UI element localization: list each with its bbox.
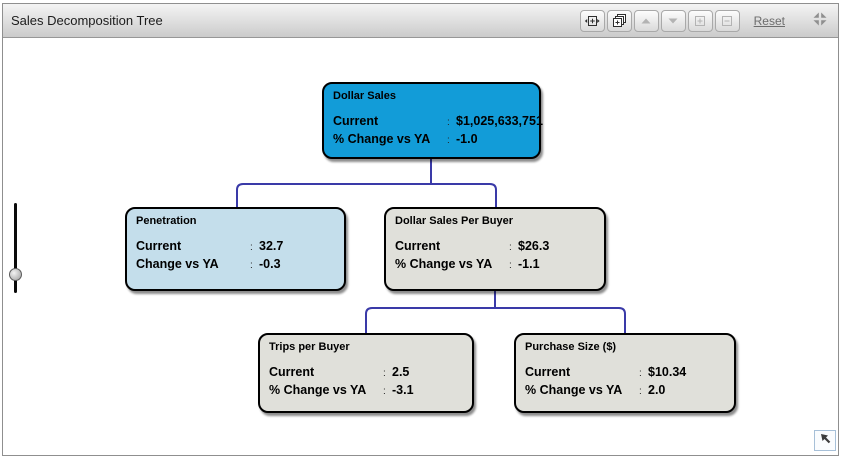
metric-separator: : xyxy=(447,117,450,128)
metric-separator: : xyxy=(509,260,512,271)
metric-separator: : xyxy=(250,242,253,253)
node-penetration[interactable]: Penetration Current : 32.7 Change vs YA … xyxy=(125,207,346,291)
node-dollar-sales[interactable]: Dollar Sales Current : $1,025,633,751 % … xyxy=(322,82,543,159)
metric-value: 2.5 xyxy=(392,365,410,379)
metric-row: % Change vs YA : -1.0 xyxy=(333,131,530,149)
metric-separator: : xyxy=(383,386,386,397)
metric-row: % Change vs YA : -1.1 xyxy=(395,256,595,274)
metric-value: -1.1 xyxy=(518,257,540,271)
metric-row: Change vs YA : -0.3 xyxy=(136,256,335,274)
sales-decomposition-widget: Sales Decomposition Tree xyxy=(2,3,839,456)
arrow-down-icon xyxy=(665,13,681,29)
zoom-out-button[interactable] xyxy=(714,10,740,32)
metric-separator: : xyxy=(250,260,253,271)
metric-separator: : xyxy=(447,135,450,146)
metric-row: Current : $1,025,633,751 xyxy=(333,113,543,131)
metric-row: % Change vs YA : -3.1 xyxy=(269,382,463,400)
metric-row: Current : 2.5 xyxy=(269,364,463,382)
metric-value: $1,025,633,751 xyxy=(456,114,543,128)
metric-value: -3.1 xyxy=(392,383,414,397)
metric-row: % Change vs YA : 2.0 xyxy=(525,382,725,400)
arrow-up-icon xyxy=(638,13,654,29)
zoom-in-button[interactable] xyxy=(687,10,713,32)
pan-button[interactable] xyxy=(814,430,836,451)
metric-value: $10.34 xyxy=(648,365,687,379)
slider-handle[interactable] xyxy=(9,268,22,281)
node-dollar-sales-per-buyer[interactable]: Dollar Sales Per Buyer Current : $26.3 %… xyxy=(384,207,606,291)
zoom-slider[interactable] xyxy=(7,198,31,303)
metric-row: Current : $26.3 xyxy=(395,238,595,256)
collapse-arrows-icon xyxy=(812,11,828,32)
reset-link[interactable]: Reset xyxy=(753,14,785,28)
node-title: Trips per Buyer xyxy=(269,341,350,353)
metric-label: Current xyxy=(395,239,441,253)
metric-separator: : xyxy=(383,368,386,379)
metric-label: Current xyxy=(333,114,379,128)
metric-value: $26.3 xyxy=(518,239,550,253)
metric-value: 32.7 xyxy=(259,239,284,253)
zoom-in-box-icon xyxy=(692,13,708,29)
fit-width-icon xyxy=(584,13,600,29)
move-up-button[interactable] xyxy=(633,10,659,32)
metric-value: -1.0 xyxy=(456,132,478,146)
metric-row: Current : 32.7 xyxy=(136,238,335,256)
move-down-button[interactable] xyxy=(660,10,686,32)
metric-label: Current xyxy=(136,239,182,253)
metric-row: Current : $10.34 xyxy=(525,364,725,382)
page-title: Sales Decomposition Tree xyxy=(11,13,163,28)
metric-label: Current xyxy=(525,365,571,379)
node-purchase-size[interactable]: Purchase Size ($) Current : $10.34 % Cha… xyxy=(514,333,736,413)
metric-value: -0.3 xyxy=(259,257,281,271)
metric-value: 2.0 xyxy=(648,383,666,397)
expand-all-button[interactable] xyxy=(606,10,632,32)
slider-track[interactable] xyxy=(14,203,17,293)
title-bar: Sales Decomposition Tree xyxy=(3,4,838,38)
zoom-out-box-icon xyxy=(719,13,735,29)
expand-all-icon xyxy=(611,13,627,29)
collapse-view-button[interactable] xyxy=(811,12,829,30)
metric-separator: : xyxy=(639,386,642,397)
metric-label: % Change vs YA xyxy=(395,257,493,271)
node-title: Dollar Sales xyxy=(333,90,396,102)
node-title: Penetration xyxy=(136,215,197,227)
node-title: Dollar Sales Per Buyer xyxy=(395,215,514,227)
metric-separator: : xyxy=(639,368,642,379)
metric-label: % Change vs YA xyxy=(525,383,623,397)
tree-canvas: Dollar Sales Current : $1,025,633,751 % … xyxy=(3,38,838,455)
metric-label: Change vs YA xyxy=(136,257,219,271)
metric-label: Current xyxy=(269,365,315,379)
arrow-up-left-icon xyxy=(818,431,832,450)
metric-label: % Change vs YA xyxy=(269,383,367,397)
metric-separator: : xyxy=(509,242,512,253)
node-trips-per-buyer[interactable]: Trips per Buyer Current : 2.5 % Change v… xyxy=(258,333,474,413)
fit-width-button[interactable] xyxy=(579,10,605,32)
toolbar: Reset xyxy=(578,9,832,33)
node-title: Purchase Size ($) xyxy=(525,341,617,353)
metric-label: % Change vs YA xyxy=(333,132,431,146)
